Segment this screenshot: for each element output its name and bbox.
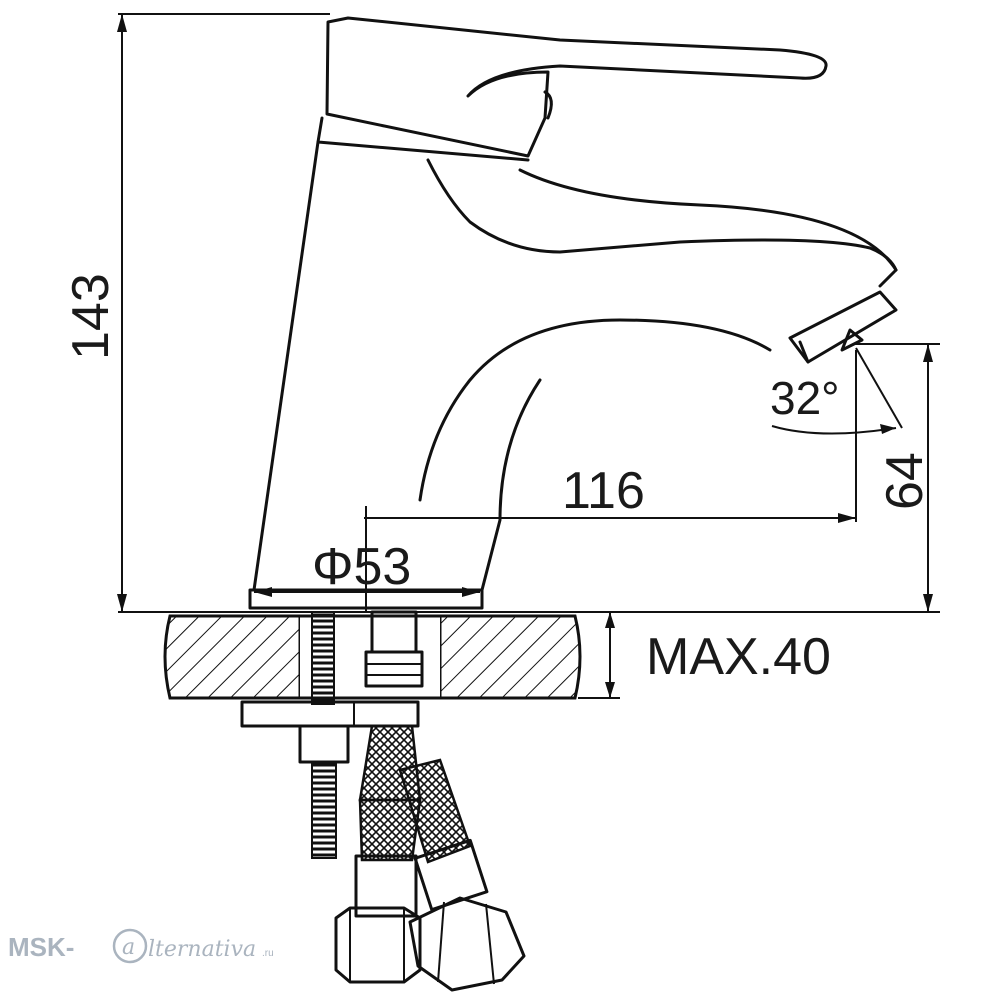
svg-text:a: a: [122, 935, 135, 960]
handle-lever: [325, 16, 828, 158]
dimension-height-label: 143: [62, 273, 120, 360]
dimension-diameter-label: Φ53: [312, 538, 411, 596]
faucet-body: [248, 116, 898, 610]
dimension-diameter-lines: [254, 587, 480, 597]
inlet-fitting: [364, 610, 424, 688]
dimension-reach-lines: [364, 350, 857, 612]
svg-text:lternativa: lternativa: [148, 937, 256, 962]
supply-hoses: [354, 724, 489, 918]
dimension-reach-label: 116: [562, 462, 645, 520]
dimension-height-lines: [117, 13, 940, 613]
svg-text:MSK-: MSK-: [8, 932, 74, 962]
dimension-angle-label: 32°: [770, 372, 840, 424]
dimension-angle-lines: [771, 347, 903, 435]
svg-text:.ru: .ru: [262, 948, 274, 959]
dimension-spout-height-lines: [855, 343, 940, 612]
dimension-spout-height-label: 64: [876, 452, 934, 510]
watermark-logo: MSK- a lternativa .ru: [8, 928, 274, 964]
dimension-countertop-lines: [578, 612, 620, 699]
hose-nuts: [334, 896, 526, 992]
dimension-countertop-label: MAX.40: [646, 628, 831, 686]
